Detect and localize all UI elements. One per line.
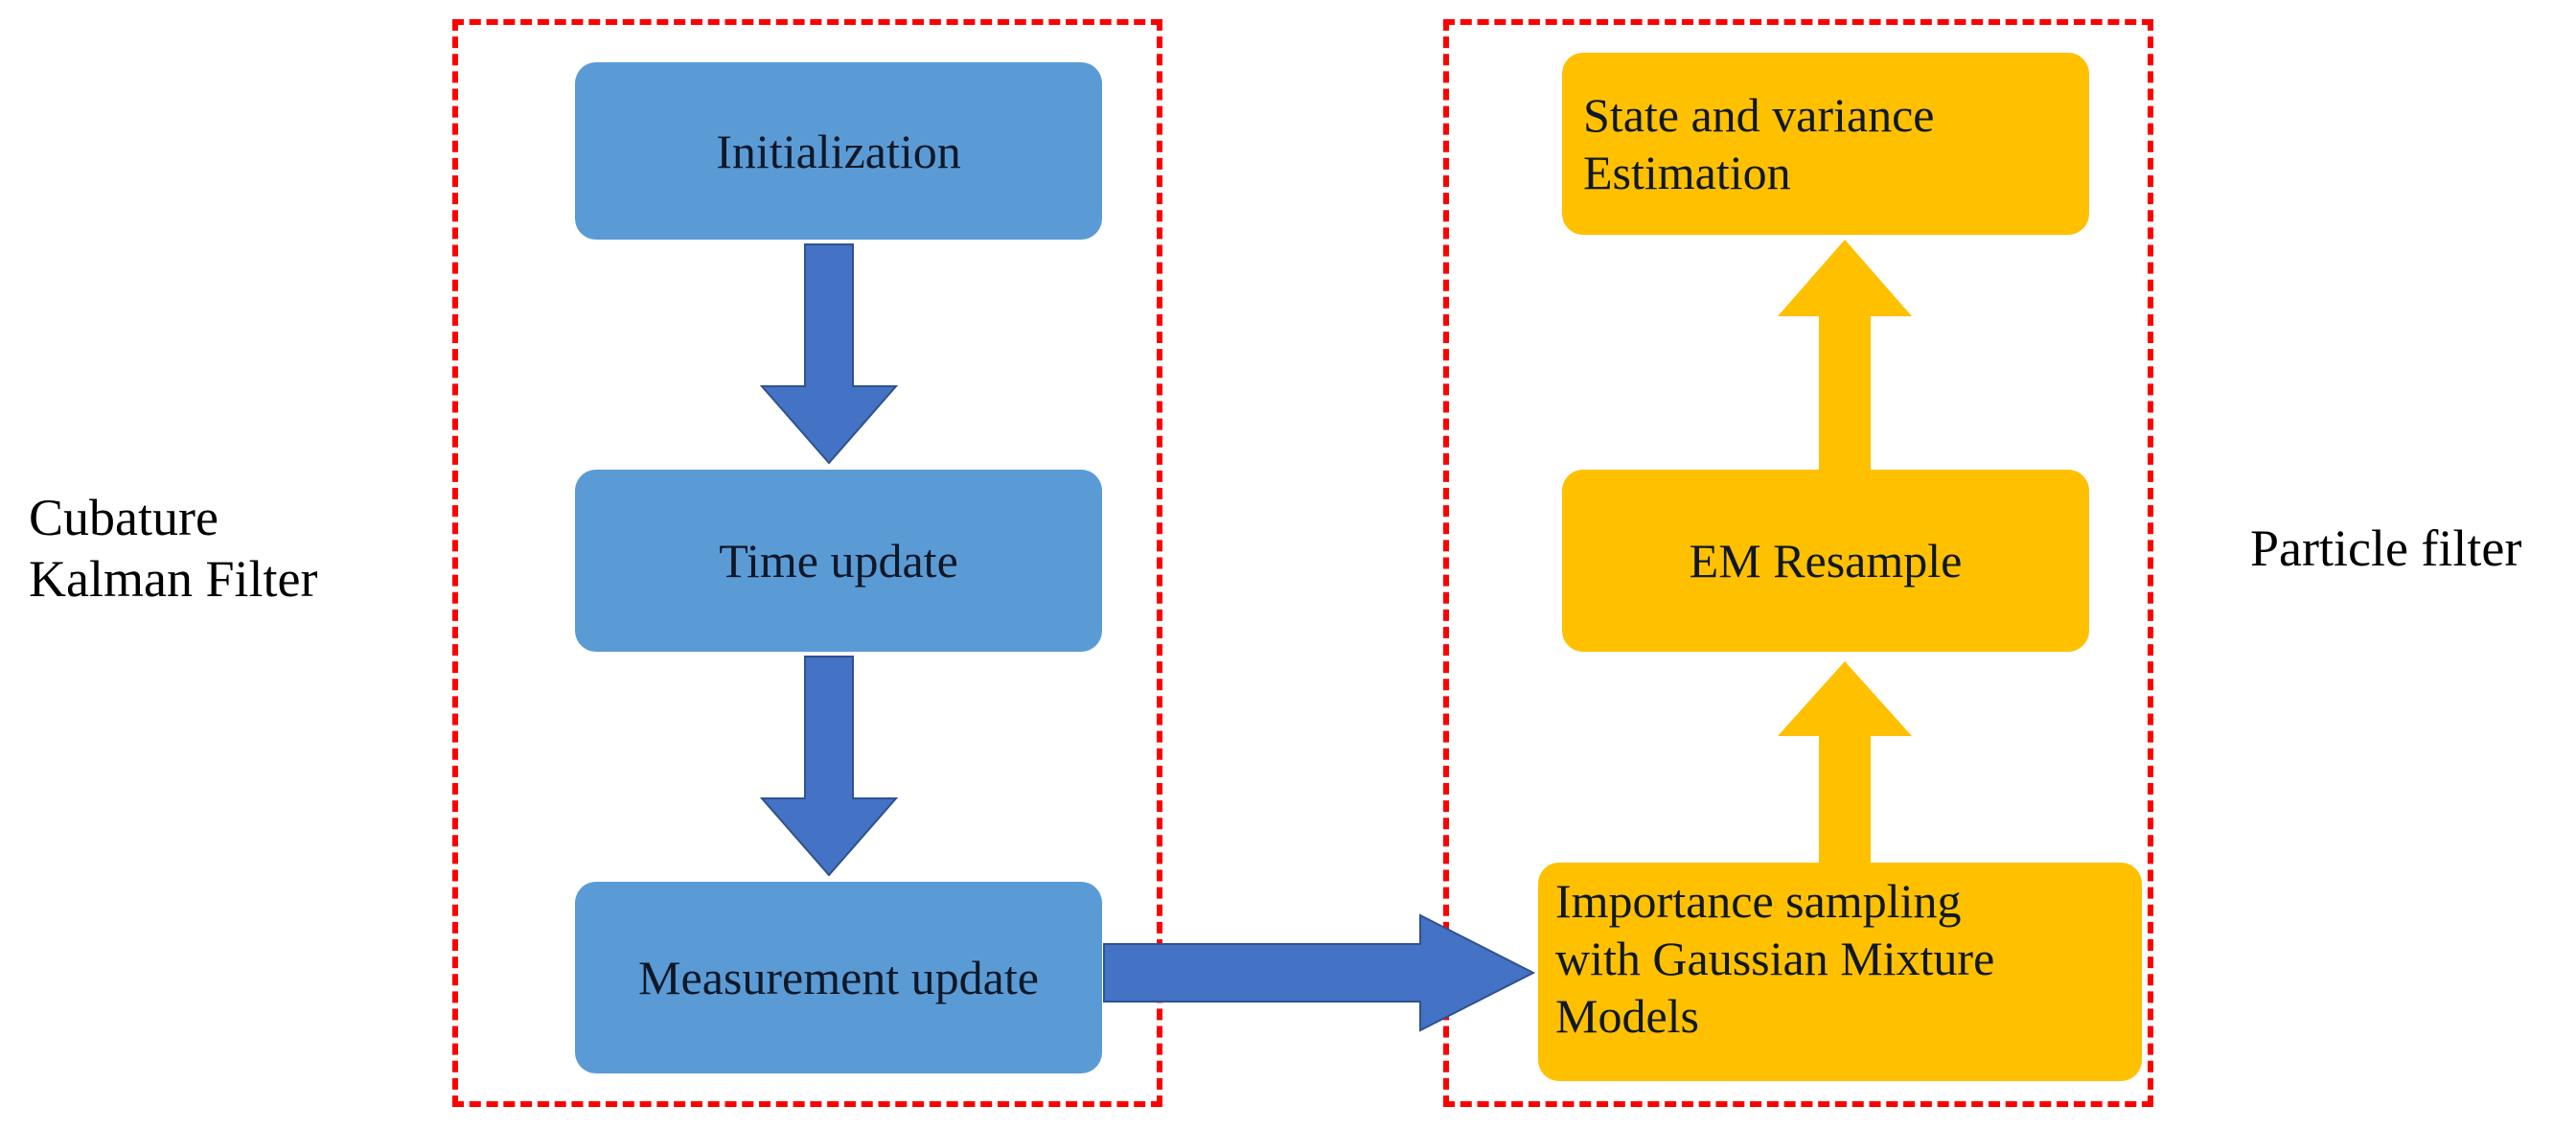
group-label-particle-filter: Particle filter <box>2250 519 2522 577</box>
arrow-initialization-to-time-update <box>759 243 899 465</box>
node-state-and-variance-estimation-label: State and variance Estimation <box>1583 88 1935 199</box>
arrow-importance-sampling-to-em-resample <box>1778 661 1912 863</box>
node-em-resample-label: EM Resample <box>1689 534 1963 588</box>
node-initialization-label: Initialization <box>716 124 961 178</box>
node-measurement-update-label: Measurement update <box>638 951 1039 1004</box>
group-boundary-cubature-kalman-filter <box>452 19 1162 1107</box>
node-state-and-variance-estimation[interactable]: State and variance Estimation <box>1562 53 2089 235</box>
group-label-cubature-kalman-filter: Cubature Kalman Filter <box>29 489 318 608</box>
node-initialization[interactable]: Initialization <box>575 62 1102 240</box>
node-importance-sampling-gmm[interactable]: Importance sampling with Gaussian Mixtur… <box>1538 863 2142 1081</box>
arrow-time-update-to-measurement-update <box>759 656 899 877</box>
arrow-em-resample-to-state-and-variance-estimation <box>1778 240 1912 470</box>
node-time-update[interactable]: Time update <box>575 470 1102 652</box>
group-boundary-particle-filter <box>1443 19 2153 1107</box>
node-time-update-label: Time update <box>719 534 958 588</box>
node-em-resample[interactable]: EM Resample <box>1562 470 2089 652</box>
node-measurement-update[interactable]: Measurement update <box>575 882 1102 1073</box>
arrow-measurement-update-to-importance-sampling <box>1103 913 1536 1032</box>
node-importance-sampling-gmm-label: Importance sampling with Gaussian Mixtur… <box>1555 874 1995 1043</box>
